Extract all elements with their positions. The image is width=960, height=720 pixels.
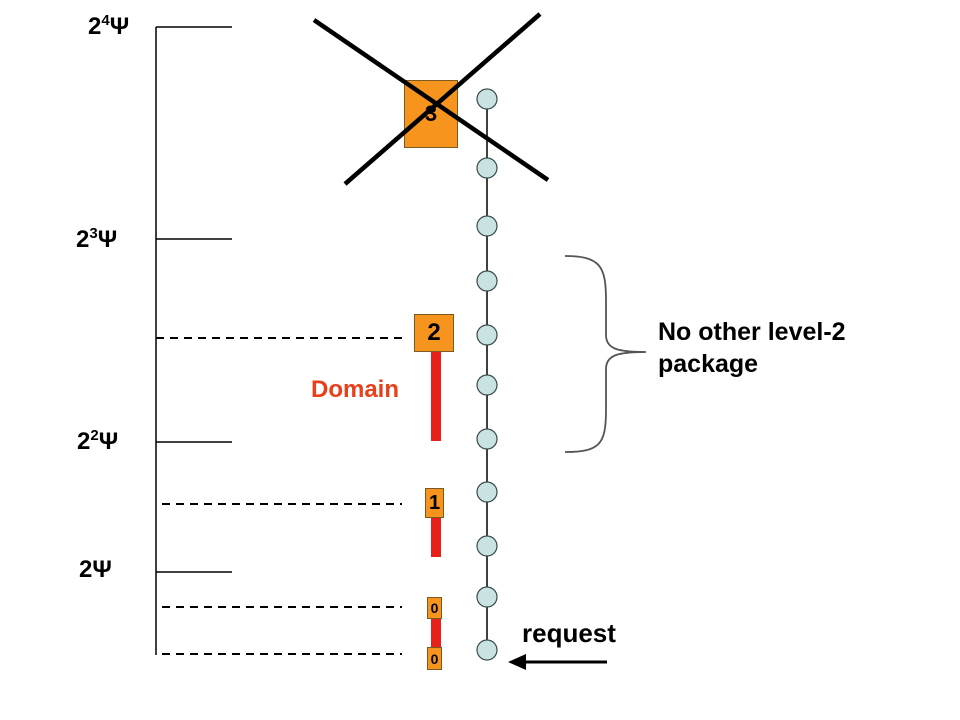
note-line-2: package [658, 350, 759, 378]
domain-bar-level1 [431, 505, 441, 557]
node [476, 270, 498, 292]
scale-label-2: 2Ψ [79, 556, 112, 583]
node [476, 324, 498, 346]
node [476, 428, 498, 450]
domain-label: Domain [311, 376, 400, 403]
domain-bar-level0 [431, 607, 441, 653]
package-level2: 2 [414, 314, 454, 352]
scale-label-2-4: 24Ψ [88, 12, 130, 40]
note-text: No other level-2 package [658, 316, 846, 380]
scale-label-2-2: 22Ψ [77, 427, 119, 455]
node [476, 374, 498, 396]
node [476, 586, 498, 608]
node [476, 88, 498, 110]
package-level0-upper: 0 [427, 597, 442, 619]
package-level3-crossed: 3 [404, 80, 458, 148]
node [476, 157, 498, 179]
node [476, 215, 498, 237]
request-label: request [522, 618, 616, 648]
request-arrow-head [508, 654, 526, 670]
package-level0-lower: 0 [427, 647, 442, 670]
note-line-1: No other level-2 [658, 318, 846, 346]
node [476, 481, 498, 503]
node [476, 639, 498, 661]
package-level1: 1 [425, 488, 444, 518]
domain-bar-level2 [431, 345, 441, 441]
scale-label-2-3: 23Ψ [76, 225, 118, 253]
brace [564, 255, 647, 453]
node [476, 535, 498, 557]
